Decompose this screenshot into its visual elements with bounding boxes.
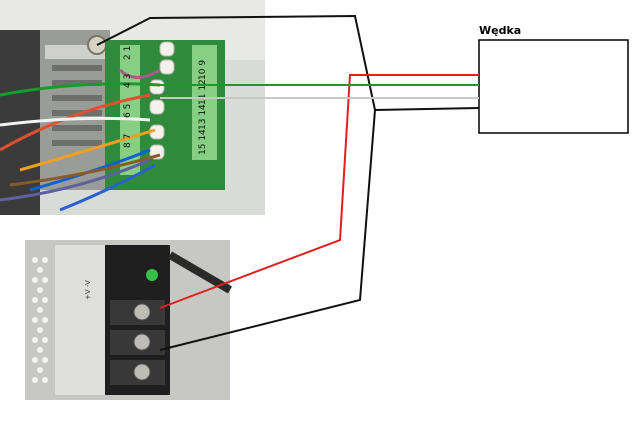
wedka-label: Wędka bbox=[479, 24, 521, 37]
terminal-number-label: 15 14 bbox=[198, 129, 208, 155]
led-icon bbox=[146, 269, 158, 281]
black-wire bbox=[96, 14, 377, 351]
red-wire bbox=[159, 74, 479, 309]
terminal-screw-icon bbox=[133, 363, 151, 381]
black-wire-to-box bbox=[374, 107, 480, 111]
terminal-number-label: 10 9 bbox=[198, 60, 208, 80]
terminal-number-label: 13 14 bbox=[198, 104, 208, 130]
psu-photo: +V -V bbox=[25, 240, 233, 400]
terminal-screw-icon bbox=[133, 333, 151, 351]
psu-label: +V -V bbox=[84, 280, 92, 300]
terminal-number-label: 8 7 bbox=[123, 134, 133, 148]
terminal-number-label: 6 5 bbox=[123, 104, 133, 118]
terminal-number-label: 11 12 bbox=[198, 79, 208, 105]
wedka-box bbox=[478, 39, 629, 134]
terminal-screw-icon bbox=[133, 303, 151, 321]
terminal-number-label: 2 1 bbox=[123, 46, 133, 60]
terminal-number-label: 4 3 bbox=[123, 74, 133, 88]
connector-photo bbox=[0, 0, 265, 215]
